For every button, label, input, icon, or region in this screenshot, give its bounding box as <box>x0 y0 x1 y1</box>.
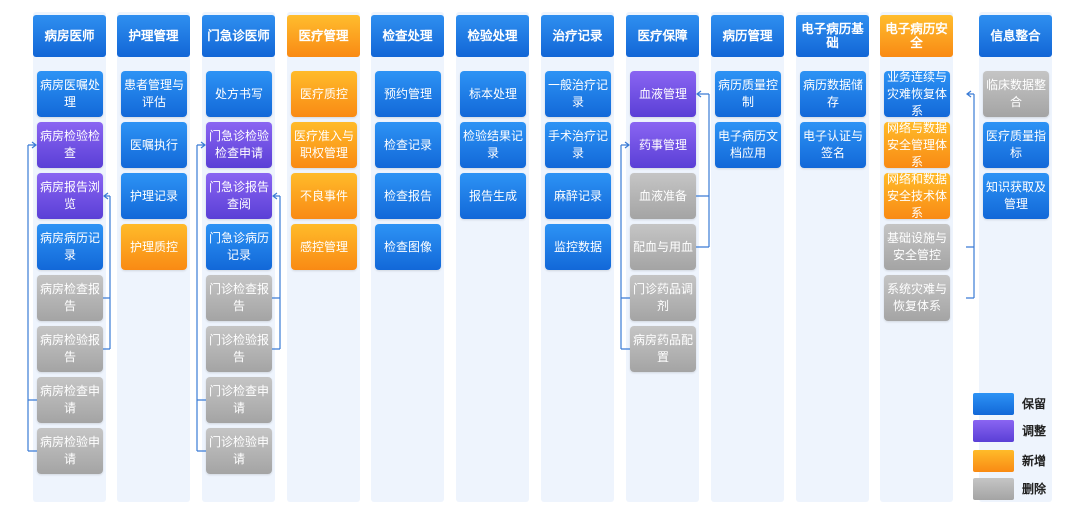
module-node: 医疗准入与职权管理 <box>291 122 357 168</box>
legend-swatch <box>973 393 1014 415</box>
merge-arrow <box>966 90 974 98</box>
module-node: 手术治疗记录 <box>545 122 611 168</box>
module-node: 门急诊报告查阅 <box>206 173 272 219</box>
module-node: 病房医嘱处理 <box>37 71 103 117</box>
merge-arrow <box>696 90 709 98</box>
module-node: 系统灾难与恢复体系 <box>884 275 950 321</box>
module-node: 预约管理 <box>375 71 441 117</box>
module-node: 护理质控 <box>121 224 187 270</box>
module-node: 血液管理 <box>630 71 696 117</box>
legend-label: 新增 <box>1022 454 1047 468</box>
module-node: 门急诊检验检查申请 <box>206 122 272 168</box>
module-node: 处方书写 <box>206 71 272 117</box>
module-node: 检查图像 <box>375 224 441 270</box>
legend-swatch <box>973 450 1014 472</box>
module-node: 药事管理 <box>630 122 696 168</box>
column-header: 信息整合 <box>979 15 1052 57</box>
merge-connector <box>696 94 710 248</box>
merge-connector <box>103 196 111 350</box>
module-node: 网络和数据安全技术体系 <box>884 172 950 220</box>
module-node: 业务连续与灾难恢复体系 <box>884 70 950 118</box>
module-node: 医疗质量指标 <box>983 122 1049 168</box>
module-node: 麻醉记录 <box>545 173 611 219</box>
module-node: 知识获取及管理 <box>983 173 1049 219</box>
column-header: 电子病历基础 <box>796 15 869 57</box>
merge-arrow <box>103 192 110 200</box>
module-node: 标本处理 <box>460 71 526 117</box>
column-header: 病历管理 <box>711 15 784 57</box>
module-node: 基础设施与安全管控 <box>884 224 950 270</box>
module-node: 病房病历记录 <box>37 224 103 270</box>
module-node: 病房药品配置 <box>630 326 696 372</box>
legend-swatch <box>973 478 1014 500</box>
column-header: 医疗保障 <box>626 15 699 57</box>
merge-connector <box>966 94 975 299</box>
legend-label: 调整 <box>1022 424 1047 438</box>
module-node: 门诊检验申请 <box>206 428 272 474</box>
merge-arrow <box>197 141 206 149</box>
column-header: 检验处理 <box>456 15 529 57</box>
module-node: 感控管理 <box>291 224 357 270</box>
module-node: 门诊检查报告 <box>206 275 272 321</box>
module-node: 病房检验申请 <box>37 428 103 474</box>
merge-arrow <box>621 141 630 149</box>
module-node: 护理记录 <box>121 173 187 219</box>
module-node: 电子认证与签名 <box>800 122 866 168</box>
merge-connector <box>196 145 206 452</box>
legend-label: 删除 <box>1022 482 1047 496</box>
column-header: 治疗记录 <box>541 15 614 57</box>
module-node: 病历质量控制 <box>715 71 781 117</box>
module-node: 病历数据储存 <box>800 71 866 117</box>
merge-arrow <box>28 141 37 149</box>
module-node: 门诊检验报告 <box>206 326 272 372</box>
column-header: 护理管理 <box>117 15 190 57</box>
module-node: 门诊药品调剂 <box>630 275 696 321</box>
module-node: 不良事件 <box>291 173 357 219</box>
merge-arrow <box>272 192 280 200</box>
module-node: 病房检查报告 <box>37 275 103 321</box>
module-node: 医嘱执行 <box>121 122 187 168</box>
legend-label: 保留 <box>1022 397 1047 411</box>
legend-swatch <box>973 420 1014 442</box>
module-node: 监控数据 <box>545 224 611 270</box>
column-header: 医疗管理 <box>287 15 360 57</box>
module-node: 病房检查申请 <box>37 377 103 423</box>
module-node: 病房检验检查 <box>37 122 103 168</box>
column-header: 病房医师 <box>33 15 106 57</box>
module-node: 血液准备 <box>630 173 696 219</box>
module-node: 一般治疗记录 <box>545 71 611 117</box>
merge-connector <box>27 145 37 452</box>
module-node: 病房检验报告 <box>37 326 103 372</box>
module-node: 网络与数据安全管理体系 <box>884 121 950 169</box>
module-node: 患者管理与评估 <box>121 71 187 117</box>
module-node: 临床数据整合 <box>983 71 1049 117</box>
module-node: 医疗质控 <box>291 71 357 117</box>
column-header: 门急诊医师 <box>202 15 275 57</box>
merge-connector <box>272 196 281 350</box>
module-node: 门诊检查申请 <box>206 377 272 423</box>
column-header: 电子病历安全 <box>880 15 953 57</box>
merge-connector <box>620 145 630 350</box>
module-node: 电子病历文档应用 <box>715 122 781 168</box>
module-node: 配血与用血 <box>630 224 696 270</box>
module-node: 检查报告 <box>375 173 441 219</box>
module-node: 病房报告浏览 <box>37 173 103 219</box>
module-node: 检查记录 <box>375 122 441 168</box>
module-node: 门急诊病历记录 <box>206 224 272 270</box>
column-header: 检查处理 <box>371 15 444 57</box>
module-node: 报告生成 <box>460 173 526 219</box>
module-node: 检验结果记录 <box>460 122 526 168</box>
